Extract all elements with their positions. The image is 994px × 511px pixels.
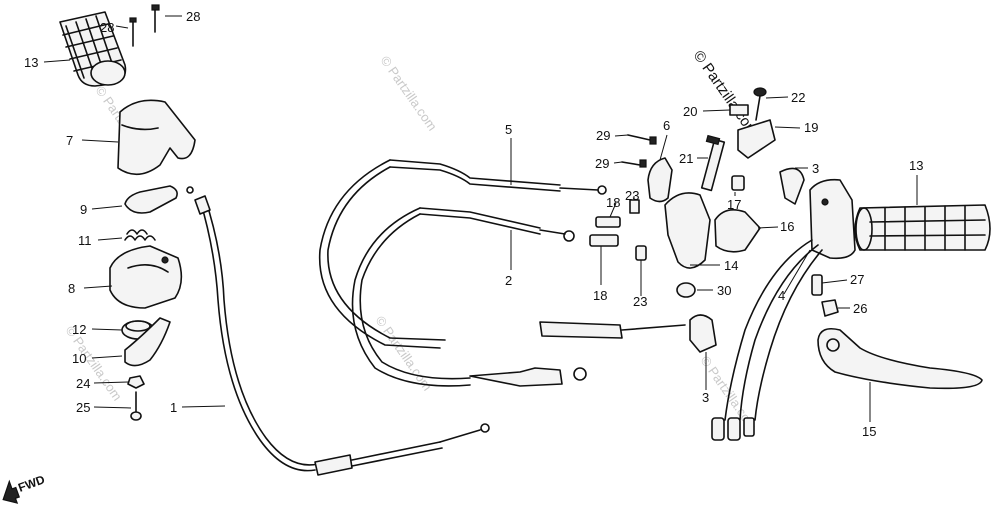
label-21: 21 <box>679 151 693 166</box>
switch-wiring[interactable] <box>711 239 823 441</box>
label-19: 19 <box>804 120 818 135</box>
label-30: 30 <box>717 283 731 298</box>
label-10: 10 <box>72 351 86 366</box>
label-16: 16 <box>780 219 794 234</box>
screw-27[interactable] <box>811 274 823 296</box>
switch-knob-3-b[interactable] <box>689 314 717 353</box>
spacer-20[interactable] <box>729 104 749 116</box>
label-9: 9 <box>80 202 87 217</box>
spacer-23-b[interactable] <box>635 245 647 261</box>
nut-30[interactable] <box>676 282 696 298</box>
switch-knob-3-a[interactable] <box>779 167 805 205</box>
throttle-grip[interactable] <box>59 11 127 87</box>
label-23-b: 23 <box>633 294 647 309</box>
throttle-cable[interactable] <box>194 195 490 476</box>
clamp-19[interactable] <box>737 119 776 159</box>
label-18-b: 18 <box>593 288 607 303</box>
nut-26[interactable] <box>821 299 839 317</box>
label-26: 26 <box>853 301 867 316</box>
label-13-left: 13 <box>24 55 38 70</box>
label-4: 4 <box>778 288 785 303</box>
pin-21[interactable] <box>700 134 726 192</box>
label-2: 2 <box>505 273 512 288</box>
label-8: 8 <box>68 281 75 296</box>
screw-28-b[interactable] <box>151 4 160 33</box>
label-13-right: 13 <box>909 158 923 173</box>
label-3-a: 3 <box>812 161 819 176</box>
leader-lines <box>43 15 918 422</box>
throttle-plate[interactable] <box>124 185 194 214</box>
switch-housing-4[interactable] <box>809 178 856 260</box>
label-6: 6 <box>663 118 670 133</box>
fwd-indicator: FWD <box>2 472 47 504</box>
label-29-a: 29 <box>596 128 610 143</box>
label-28-a: 28 <box>100 20 114 35</box>
screw-18-a[interactable] <box>595 216 621 228</box>
throttle-lever[interactable] <box>124 317 171 367</box>
nut-17[interactable] <box>731 175 745 191</box>
cable-2[interactable] <box>351 207 587 387</box>
label-25: 25 <box>76 400 90 415</box>
screw-22[interactable] <box>753 87 767 121</box>
label-1: 1 <box>170 400 177 415</box>
grip-right[interactable] <box>854 204 991 251</box>
label-14: 14 <box>724 258 738 273</box>
switch-housing-upper[interactable] <box>117 99 196 176</box>
switch-plate-6[interactable] <box>647 157 673 203</box>
label-27: 27 <box>850 272 864 287</box>
fwd-label: FWD <box>16 472 47 495</box>
label-22: 22 <box>791 90 805 105</box>
screw-28-a[interactable] <box>129 17 137 47</box>
nut-24[interactable] <box>127 375 145 389</box>
switch-housing-lower[interactable] <box>109 245 183 309</box>
screw-29-a[interactable] <box>627 134 657 145</box>
label-20: 20 <box>683 104 697 119</box>
watermark-1: © Partzilla.com <box>378 53 441 133</box>
cable-5[interactable] <box>318 159 686 349</box>
screw-29-b[interactable] <box>621 159 647 168</box>
label-3-b: 3 <box>702 390 709 405</box>
clutch-lever[interactable] <box>817 327 983 390</box>
label-11: 11 <box>78 233 92 248</box>
label-24: 24 <box>76 376 90 391</box>
watermark-4: © Partzilla.com <box>373 313 436 393</box>
label-18-a: 18 <box>606 195 620 210</box>
label-15: 15 <box>862 424 876 439</box>
label-28-b: 28 <box>186 9 200 24</box>
label-5: 5 <box>505 122 512 137</box>
label-17: 17 <box>727 197 741 212</box>
label-29-b: 29 <box>595 156 609 171</box>
switch-case-14[interactable] <box>664 192 711 269</box>
part-labels: 13 28 28 7 9 11 8 12 10 24 25 1 5 2 29 2… <box>24 9 923 439</box>
bolt-25[interactable] <box>130 391 142 421</box>
label-23-a: 23 <box>625 188 639 203</box>
label-12: 12 <box>72 322 86 337</box>
label-7: 7 <box>66 133 73 148</box>
switch-body-16[interactable] <box>714 209 761 253</box>
screw-18-b[interactable] <box>589 234 619 247</box>
spring[interactable] <box>124 229 156 241</box>
